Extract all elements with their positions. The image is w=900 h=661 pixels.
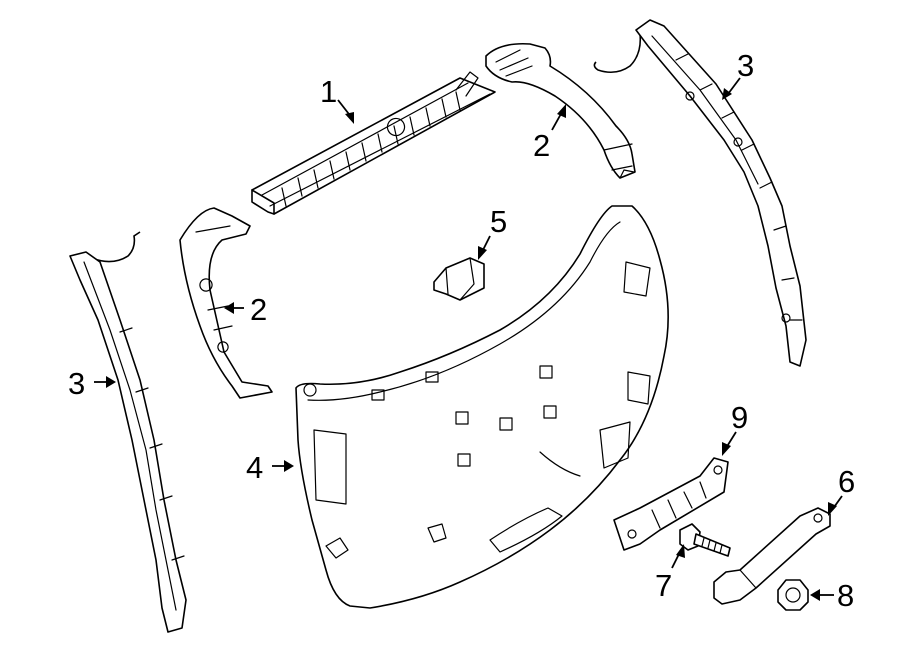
part-4-liftgate-panel[interactable] xyxy=(295,205,669,609)
part-9-bracket[interactable] xyxy=(613,457,729,551)
arrowhead-9 xyxy=(722,442,731,456)
callout-5: 5 xyxy=(490,204,507,239)
part-3-left-rail[interactable] xyxy=(69,231,187,633)
part-6-strap[interactable] xyxy=(713,507,831,605)
callout-6: 6 xyxy=(838,464,855,499)
arrowhead-8 xyxy=(810,589,820,601)
part-1-upper-trim-panel[interactable] xyxy=(251,71,496,215)
arrowhead-2a xyxy=(557,104,566,118)
leader-3a xyxy=(727,77,741,95)
callout-3-left: 3 xyxy=(68,366,85,401)
arrowhead-7 xyxy=(676,544,685,558)
part-3-right-rail[interactable] xyxy=(593,19,807,367)
part-5-clip[interactable] xyxy=(433,257,485,301)
callout-1: 1 xyxy=(320,74,337,109)
part-7-bolt[interactable] xyxy=(679,523,731,557)
part-2-right-pillar-trim[interactable] xyxy=(485,42,636,179)
callout-2-upper: 2 xyxy=(533,128,550,163)
callout-8: 8 xyxy=(837,578,854,613)
arrowhead-5 xyxy=(478,246,487,260)
callout-9: 9 xyxy=(731,400,748,435)
arrowhead-2b xyxy=(224,302,234,314)
callout-numbers: 1 2 2 3 3 4 5 6 7 8 9 xyxy=(68,48,855,613)
callout-leaders xyxy=(94,77,843,601)
callout-2-left: 2 xyxy=(250,292,267,327)
arrowhead-3b xyxy=(106,376,116,388)
part-2-left-pillar-trim[interactable] xyxy=(179,207,273,399)
arrowhead-1 xyxy=(345,112,354,124)
arrowhead-3a xyxy=(722,88,732,100)
arrowhead-4 xyxy=(284,460,294,472)
arrowhead-6 xyxy=(828,502,837,516)
callout-3-upper: 3 xyxy=(737,48,754,83)
part-8-nut[interactable] xyxy=(777,579,809,611)
callout-7: 7 xyxy=(655,568,672,603)
callout-4: 4 xyxy=(246,450,263,485)
